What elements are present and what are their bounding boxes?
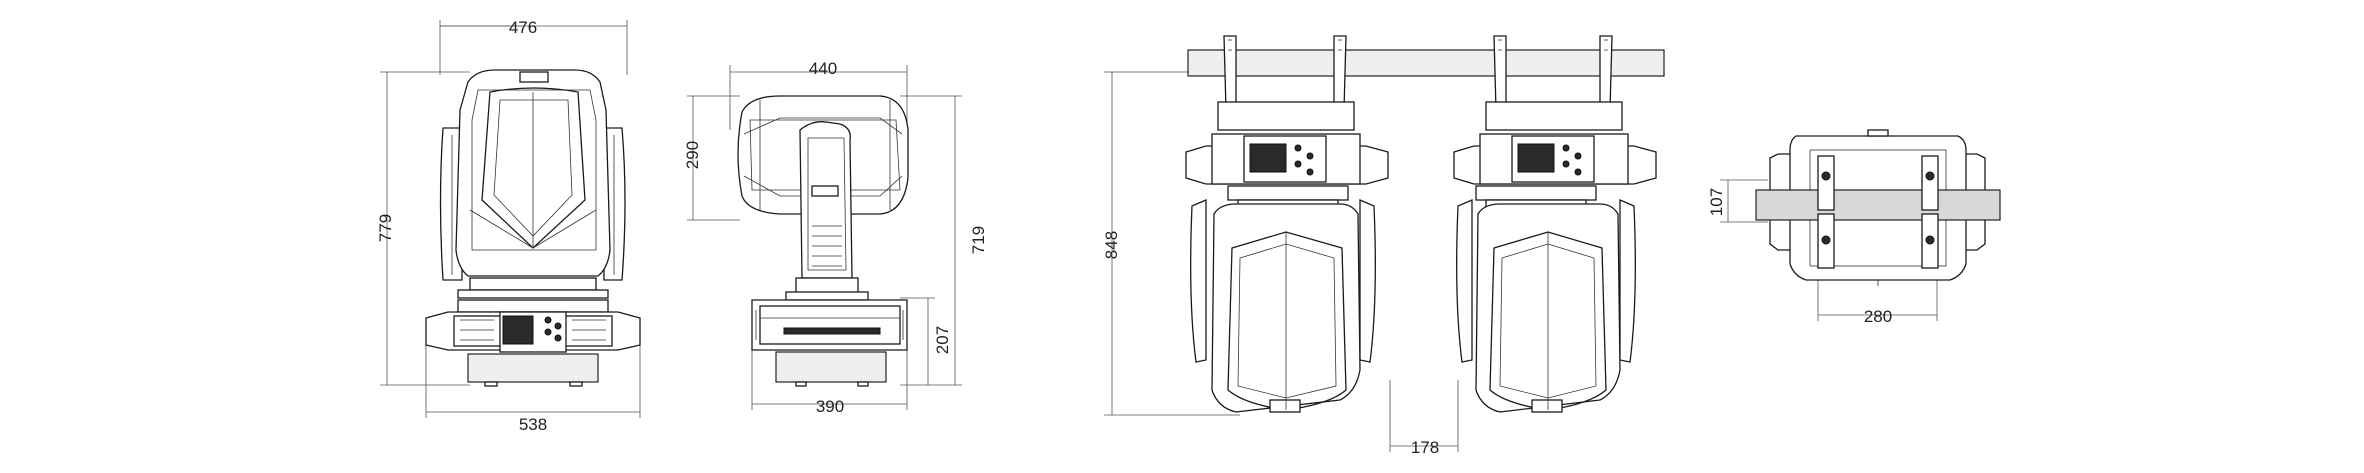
dim-side-head-width: 440 [729, 59, 908, 130]
hanging-fixture-left [1185, 35, 1389, 413]
dim-side-base-height-label: 207 [933, 326, 952, 354]
dim-top-width-label: 280 [1864, 307, 1892, 326]
dim-hanging-height-label: 848 [1102, 231, 1121, 259]
dim-front-width: 476 [439, 18, 628, 75]
dim-front-base: 538 [425, 345, 641, 434]
hanging-fixture-right [1453, 35, 1657, 413]
hanging-view: 848 178 [1102, 35, 1665, 457]
dim-side-head-width-label: 440 [809, 59, 837, 78]
dim-side-base-width-label: 390 [816, 397, 844, 416]
dim-side-base-height: 207 [900, 297, 952, 385]
dim-front-base-label: 538 [519, 415, 547, 434]
top-view: 107 280 [1707, 129, 2001, 326]
dim-hanging-spacing: 178 [1389, 380, 1459, 457]
dim-hanging-height: 848 [1102, 71, 1240, 416]
front-view: 476 779 538 [376, 18, 641, 434]
dim-top-width: 280 [1817, 280, 1938, 326]
side-view: 440 290 719 207 390 [683, 59, 988, 416]
dim-hanging-spacing-label: 178 [1411, 438, 1439, 457]
dim-side-total-height: 719 [900, 95, 988, 386]
dim-side-head-height-label: 290 [683, 141, 702, 169]
dim-side-total-height-label: 719 [969, 226, 988, 254]
dim-side-head-height: 290 [683, 95, 740, 221]
dim-front-width-label: 476 [509, 18, 537, 37]
dim-front-height-label: 779 [376, 214, 395, 242]
dim-front-height: 779 [376, 71, 470, 386]
dim-side-base-width: 390 [751, 345, 908, 416]
dim-top-clamp-offset-label: 107 [1707, 188, 1726, 216]
dim-top-clamp-offset: 107 [1707, 179, 1768, 223]
